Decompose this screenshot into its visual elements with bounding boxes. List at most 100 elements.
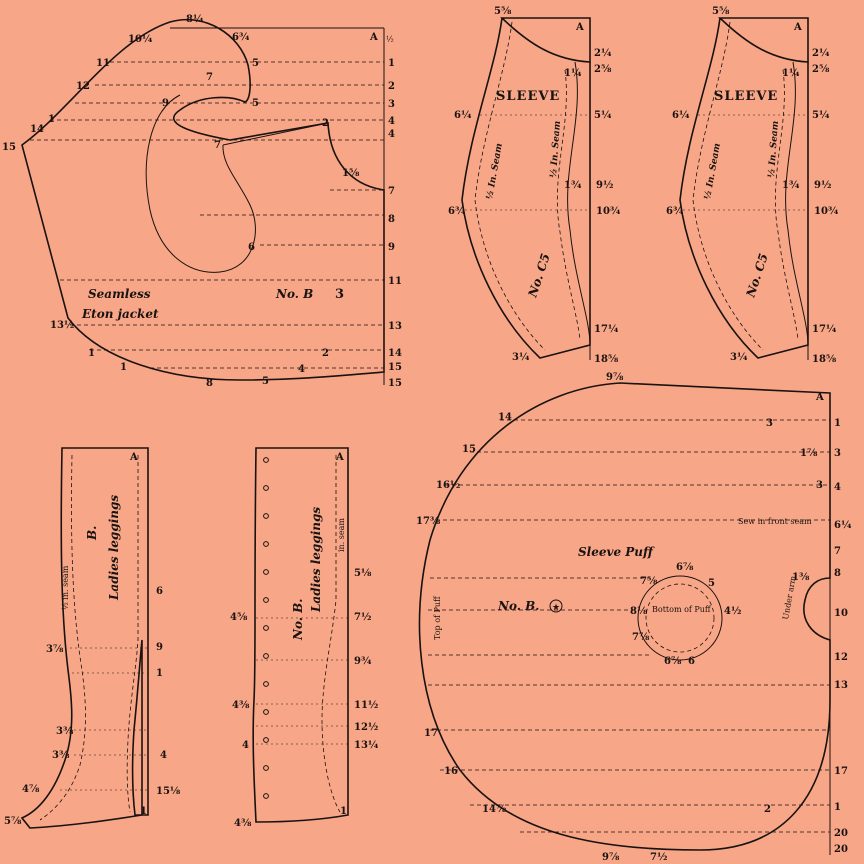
sleeve-1-marks: 5⅝ 2¼ 2⅝ 1¼ 6¼ 5¼ 1¾ 9½ 6¾ 10¾ 17¼ 3¼ 18… — [448, 6, 621, 365]
svg-text:2: 2 — [322, 118, 329, 129]
svg-text:1: 1 — [120, 362, 127, 373]
svg-text:1: 1 — [834, 418, 841, 429]
svg-text:2: 2 — [764, 804, 771, 815]
svg-text:14: 14 — [30, 124, 44, 135]
svg-text:3¼: 3¼ — [730, 352, 748, 363]
svg-text:1¼: 1¼ — [564, 68, 582, 79]
svg-text:10¾: 10¾ — [596, 206, 621, 217]
svg-text:1: 1 — [88, 348, 95, 359]
legging-2-title: Ladies leggings — [309, 507, 323, 613]
svg-text:15: 15 — [2, 142, 16, 153]
svg-text:15: 15 — [388, 378, 402, 389]
svg-text:15: 15 — [388, 362, 402, 373]
svg-text:15⅛: 15⅛ — [156, 786, 181, 797]
eton-corner: A — [369, 32, 378, 43]
svg-text:4: 4 — [298, 364, 305, 375]
svg-text:3: 3 — [834, 448, 841, 459]
sleeve-pattern-1: SLEEVE No. C5 ½ In. Seam ½ In. Seam A 5⅝… — [448, 6, 621, 365]
svg-text:3⅜: 3⅜ — [52, 750, 70, 761]
eton-pattern-no: No. B — [275, 287, 313, 301]
sleeve-puff-outline — [418, 382, 831, 851]
sleeve-1-seam-note-left: ½ In. Seam — [484, 142, 505, 200]
svg-text:2⅝: 2⅝ — [812, 64, 830, 75]
svg-text:13½: 13½ — [50, 320, 74, 331]
svg-text:9½: 9½ — [814, 180, 831, 191]
svg-text:4: 4 — [242, 740, 249, 751]
svg-text:3⅜: 3⅜ — [56, 726, 74, 737]
svg-text:17: 17 — [424, 728, 438, 739]
svg-text:6¼: 6¼ — [672, 110, 690, 121]
svg-text:1¼: 1¼ — [782, 68, 800, 79]
svg-text:17: 17 — [834, 766, 848, 777]
svg-text:1: 1 — [834, 802, 841, 813]
eton-title: Seamless — [88, 287, 151, 301]
svg-text:10: 10 — [834, 608, 848, 619]
legging-2-pattern-no: No. B. — [291, 599, 305, 641]
top-of-puff-note: Top of Puff — [433, 595, 442, 640]
svg-text:6⅞: 6⅞ — [676, 562, 694, 573]
svg-text:17¼: 17¼ — [594, 324, 619, 335]
puff-guide-lines — [428, 419, 830, 833]
legging-2-corner: A — [335, 452, 344, 463]
svg-text:9: 9 — [388, 242, 395, 253]
eton-dart-line — [222, 122, 329, 146]
eton-piece-no: 3 — [335, 287, 344, 302]
legging-1-title: Ladies leggings — [107, 495, 121, 601]
svg-text:7½: 7½ — [354, 612, 371, 623]
eton-right-scale: ½ 1 2 3 4 4 7 8 9 11 13 14 15 15 — [386, 35, 402, 389]
svg-text:3¼: 3¼ — [512, 352, 530, 363]
svg-text:16½: 16½ — [436, 480, 460, 491]
puff-edge-marks: 9⅞ 14 15 16½ 17⅜ 17 16 14⅞ 9⅞ 7½ — [416, 372, 667, 863]
svg-text:20: 20 — [834, 844, 848, 855]
svg-text:½: ½ — [386, 35, 394, 44]
sleeve-1-seam — [567, 61, 591, 346]
svg-text:14: 14 — [388, 348, 402, 359]
eton-armhole — [145, 94, 256, 273]
svg-text:3: 3 — [388, 99, 395, 110]
svg-text:17⅜: 17⅜ — [416, 516, 441, 527]
svg-text:5: 5 — [262, 376, 269, 387]
svg-text:1⅝: 1⅝ — [342, 168, 360, 179]
svg-text:2¼: 2¼ — [812, 48, 830, 59]
svg-text:2: 2 — [322, 348, 329, 359]
svg-text:11: 11 — [388, 276, 402, 287]
svg-text:2⅝: 2⅝ — [594, 64, 612, 75]
svg-text:5: 5 — [252, 58, 259, 69]
svg-text:3: 3 — [816, 480, 823, 491]
eton-inner-marks: 6¾ 5 7 9 2 7 1⅝ 6 5 — [162, 32, 360, 253]
sleeve-puff-pattern-no: No. B. — [497, 599, 539, 613]
svg-text:4: 4 — [160, 750, 167, 761]
front-seam-note: Sew in front seam — [738, 517, 812, 526]
svg-text:5⅝: 5⅝ — [494, 6, 512, 17]
eton-guide-lines — [30, 61, 384, 369]
eton-jacket-outline — [21, 18, 385, 381]
eton-jacket-pattern: Seamless Eton jacket No. B 3 A 8¼ ½ 1 2 … — [2, 14, 402, 389]
svg-text:11: 11 — [96, 58, 110, 69]
legging-pattern-2: Ladies leggings No. B. in. seam A 5⅛ 7½ … — [230, 447, 379, 829]
svg-text:1¾: 1¾ — [564, 180, 582, 191]
svg-text:5¼: 5¼ — [812, 110, 830, 121]
svg-text:12: 12 — [834, 652, 848, 663]
svg-text:6¾: 6¾ — [232, 32, 250, 43]
svg-text:1⅞: 1⅞ — [800, 448, 818, 459]
svg-text:7: 7 — [206, 72, 213, 83]
svg-text:4⅞: 4⅞ — [22, 784, 40, 795]
svg-text:6¼: 6¼ — [454, 110, 472, 121]
svg-text:2¼: 2¼ — [594, 48, 612, 59]
sleeve-1-pattern-no: No. C5 — [525, 252, 553, 300]
svg-text:4: 4 — [388, 116, 395, 127]
svg-text:5⅝: 5⅝ — [712, 6, 730, 17]
svg-text:8⅛: 8⅛ — [630, 606, 648, 617]
svg-text:6: 6 — [156, 586, 163, 597]
svg-text:1⅜: 1⅜ — [792, 572, 810, 583]
svg-text:1¾: 1¾ — [782, 180, 800, 191]
svg-text:5: 5 — [252, 98, 259, 109]
bottom-of-puff-circle — [637, 575, 723, 661]
svg-text:5¼: 5¼ — [594, 110, 612, 121]
sleeve-puff-title: Sleeve Puff — [578, 545, 655, 559]
svg-text:10¼: 10¼ — [128, 34, 153, 45]
svg-text:1: 1 — [140, 806, 147, 817]
svg-text:7⅝: 7⅝ — [640, 576, 658, 587]
svg-text:1: 1 — [388, 58, 395, 69]
sleeve-1-seam-note-right: ½ In. Seam — [548, 120, 563, 178]
